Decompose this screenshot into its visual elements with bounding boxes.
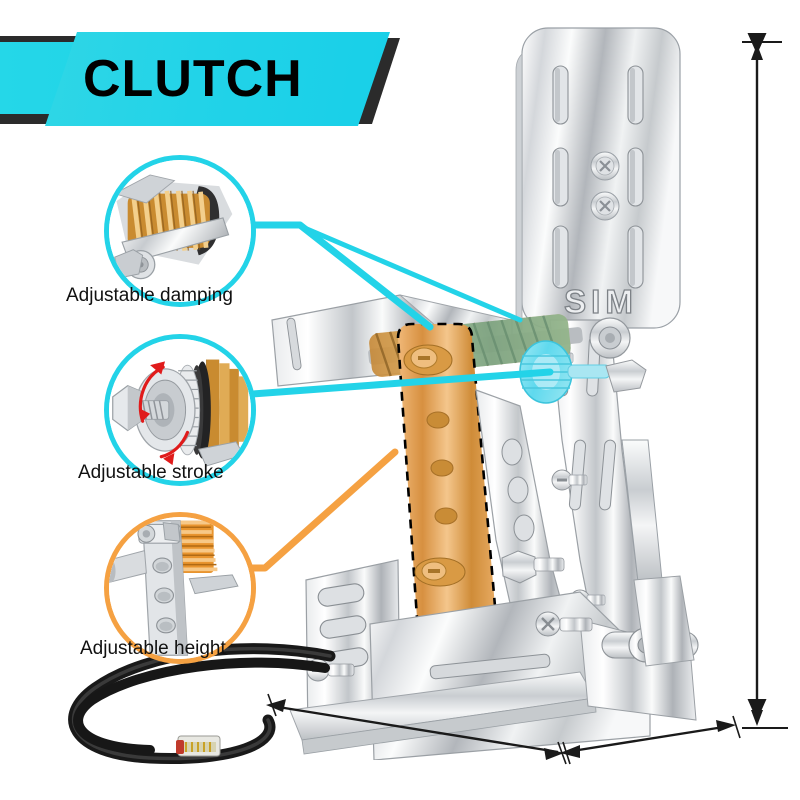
- spring-damper-coil-icon: [109, 160, 251, 302]
- pedal-face-plate: SIM: [515, 27, 681, 331]
- rotation-arrow: [159, 430, 190, 459]
- plate-sim-text: SIM: [564, 283, 638, 320]
- plate-screw: [590, 151, 620, 181]
- callout-label-damping: Adjustable damping: [66, 285, 233, 306]
- plate-screw: [590, 191, 620, 221]
- pedal-arm: [537, 317, 663, 673]
- slotted-height-bracket-icon: [109, 517, 251, 659]
- threaded-adjuster-knob-icon: [109, 339, 251, 481]
- callout-circle-damping: [104, 155, 256, 307]
- cable-connector: [176, 735, 221, 757]
- banner-main-panel: CLUTCH: [45, 32, 390, 126]
- callout-circle-height: [104, 512, 256, 664]
- title-banner: CLUTCH: [0, 28, 420, 140]
- hex-nut: [501, 550, 565, 584]
- callout-label-height: Adjustable height: [80, 638, 226, 659]
- callout-circle-stroke: [104, 334, 256, 486]
- lower-linkage: [475, 389, 571, 649]
- page-title: CLUTCH: [83, 50, 303, 108]
- base-bolt: [535, 611, 593, 637]
- arm-screw: [551, 469, 588, 491]
- callout-label-stroke: Adjustable stroke: [78, 462, 224, 483]
